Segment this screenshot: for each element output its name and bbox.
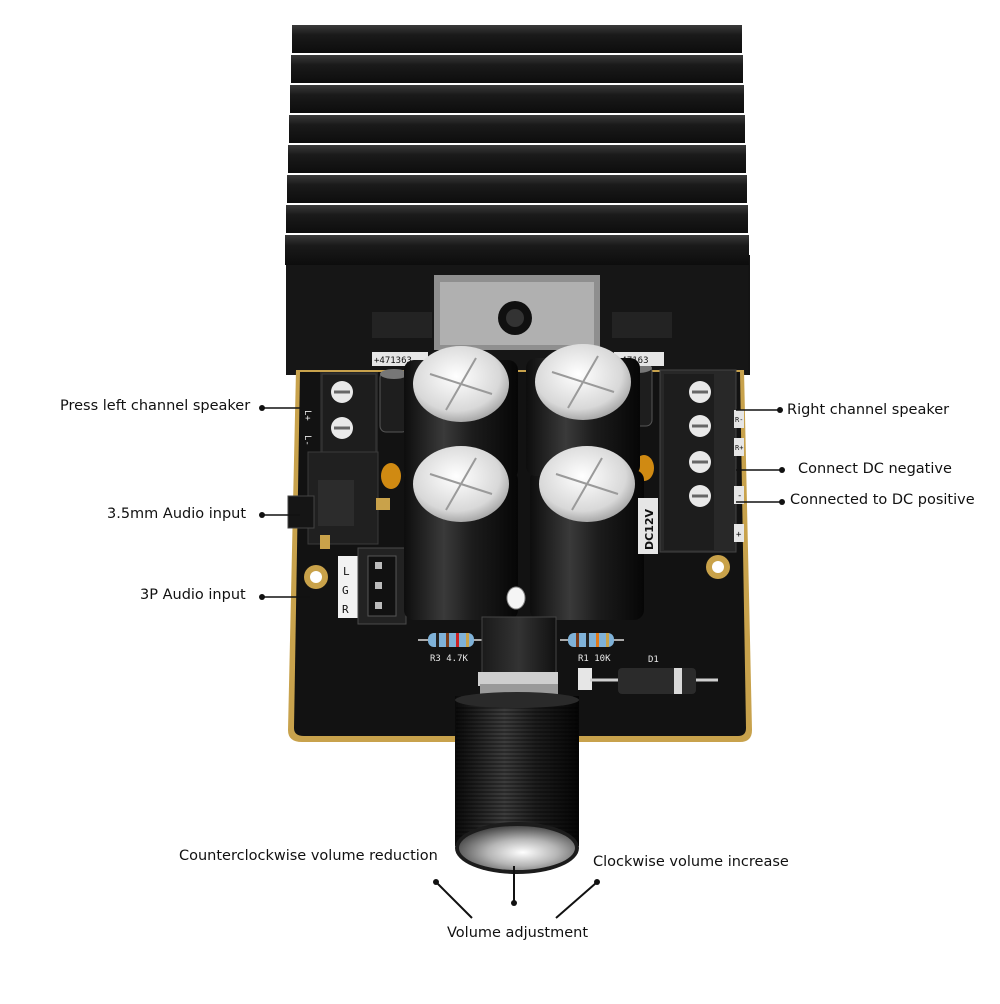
pin-g-mark: G <box>342 584 349 597</box>
dot-cw <box>594 879 600 885</box>
dot-right-speaker <box>777 407 783 413</box>
right-terminal-block: R- R+ - + DC12V <box>638 369 744 554</box>
label-cw-volume: Clockwise volume increase <box>593 854 789 870</box>
volume-potentiometer <box>478 616 558 698</box>
connector-3p: L G R <box>338 547 407 625</box>
volume-knob <box>455 692 579 874</box>
pin-l-mark: L <box>343 565 350 578</box>
label-audio-3p: 3P Audio input <box>140 587 246 603</box>
dot-audio-35mm <box>259 512 265 518</box>
label-dc-positive: Connected to DC positive <box>790 492 975 508</box>
dot-volume-adjust <box>511 900 517 906</box>
leader-ccw <box>436 882 473 919</box>
leader-dots <box>259 405 785 906</box>
left-speaker-terminal: L+ L- <box>302 372 378 456</box>
amplifier-ic <box>434 275 600 350</box>
dot-dc-positive <box>779 499 785 505</box>
pin-r-mark: R <box>342 603 349 616</box>
label-audio-35mm: 3.5mm Audio input <box>107 506 247 522</box>
heatsink <box>285 25 750 375</box>
leader-lines <box>262 407 782 919</box>
dc-minus-mark: - <box>737 491 742 501</box>
audio-jack-3-5mm <box>287 451 390 549</box>
dot-dc-negative <box>779 467 785 473</box>
label-ccw-volume: Counterclockwise volume reduction <box>179 848 438 864</box>
mounting-holes <box>304 555 730 589</box>
filter-capacitors <box>404 344 644 620</box>
power-led <box>506 586 526 610</box>
diode: D1 <box>578 655 718 694</box>
dc-plus-mark: + <box>736 530 742 540</box>
r1-mark: R1 10K <box>578 654 611 664</box>
resistors: R3 4.7K R1 10K <box>418 633 624 664</box>
l-minus-mark: L- <box>302 435 312 446</box>
dot-ccw <box>433 879 439 885</box>
leader-cw <box>555 882 597 919</box>
dot-left-speaker <box>259 405 265 411</box>
d1-mark: D1 <box>648 655 659 665</box>
r-minus-mark: R- <box>735 416 743 424</box>
r3-mark: R3 4.7K <box>430 654 469 664</box>
dot-audio-3p <box>259 594 265 600</box>
l-plus-mark: L+ <box>302 410 312 421</box>
r-plus-mark: R+ <box>735 444 743 452</box>
label-left-speaker: Press left channel speaker <box>60 398 251 414</box>
cap-left-mark: +471363 <box>374 356 412 366</box>
dc12v-mark: DC12V <box>643 508 656 550</box>
label-volume-adjust: Volume adjustment <box>447 925 589 941</box>
label-dc-negative: Connect DC negative <box>798 461 952 477</box>
label-right-speaker: Right channel speaker <box>787 402 950 418</box>
